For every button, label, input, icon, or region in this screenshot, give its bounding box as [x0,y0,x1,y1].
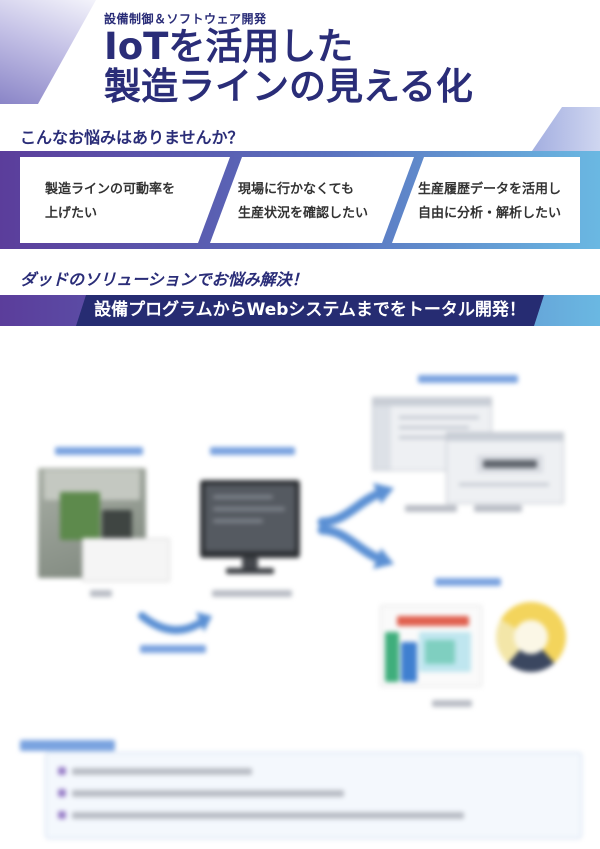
flow-arrow [317,489,383,527]
monitor-screen [205,485,295,551]
blurred-text [213,495,273,499]
strengths-heading-blurred [20,740,115,751]
arrowhead-icon [373,548,394,569]
problems-heading: こんなお悩みはありませんか？ [20,128,244,147]
problem-card [210,157,414,243]
blurred-caption [405,505,457,512]
stripe-decoration [532,107,600,151]
problem-text-line: 生産状況を確認したい [238,206,369,221]
corner-decoration [0,0,96,104]
strength-item [72,768,252,775]
chart-block [385,632,399,682]
arrowhead-icon [373,483,394,504]
bullet-icon [58,767,66,775]
bullet-icon [58,789,66,797]
window-sidebar [373,406,391,470]
page-title-line1: IoTを活用した [104,25,354,68]
solution-heading: ダッドのソリューションでお悩み解決！ [20,270,308,289]
blurred-caption [90,590,112,597]
bullet-icon [58,811,66,819]
problem-text: 製造ラインの可動率を 上げたい [45,178,175,226]
bar-chart-image [380,605,482,687]
blurred-text [399,426,469,429]
problem-text-line: 現場に行かなくても [238,182,354,197]
blurred-text [399,416,479,419]
flow-arrows [138,483,394,635]
blurred-label [210,447,295,455]
problem-text: 現場に行かなくても 生産状況を確認したい [238,178,368,226]
blurred-text [213,507,285,511]
blurred-diagram [0,340,600,849]
blurred-text [213,519,263,523]
blurred-caption [212,590,292,597]
arrowhead-icon [196,612,212,632]
problem-text-line: 上げたい [45,206,98,221]
banner-text: 設備プログラムからWebシステムまでをトータル開発！ [94,300,526,320]
category-label: 設備制御＆ソフトウェア開発 [104,12,267,26]
blurred-label [140,645,206,653]
blurred-label [435,578,501,586]
strength-item [72,790,344,797]
flow-arrow [138,612,204,635]
problem-text: 生産履歴データを活用し 自由に分析・解析したい [418,178,561,226]
problem-text-line: 生産履歴データを活用し [418,182,562,197]
blurred-caption [474,505,522,512]
chart-block [425,640,455,664]
chart-block [401,642,417,682]
window-titlebar [447,433,563,441]
problem-text-line: 製造ラインの可動率を [45,182,176,197]
blurred-label [418,375,518,383]
blurred-text [483,460,537,468]
window-titlebar [373,398,491,406]
machine-part [60,492,100,540]
document-image [82,538,170,582]
donut-center [514,620,548,654]
problem-text-line: 自由に分析・解析したい [418,206,562,221]
blurred-text [459,483,549,486]
blurred-label [55,447,143,455]
monitor-stand [242,558,258,568]
blurred-caption [432,700,472,707]
page-title-line2: 製造ラインの見える化 [104,65,473,108]
flow-arrow [317,525,383,563]
monitor-base [226,568,274,574]
banner-background [76,295,544,326]
screenshot-image [446,432,564,504]
problem-card [20,157,230,243]
blurred-text [399,436,459,439]
chart-block [397,616,469,626]
strength-item [72,812,464,819]
problem-card [392,157,580,243]
